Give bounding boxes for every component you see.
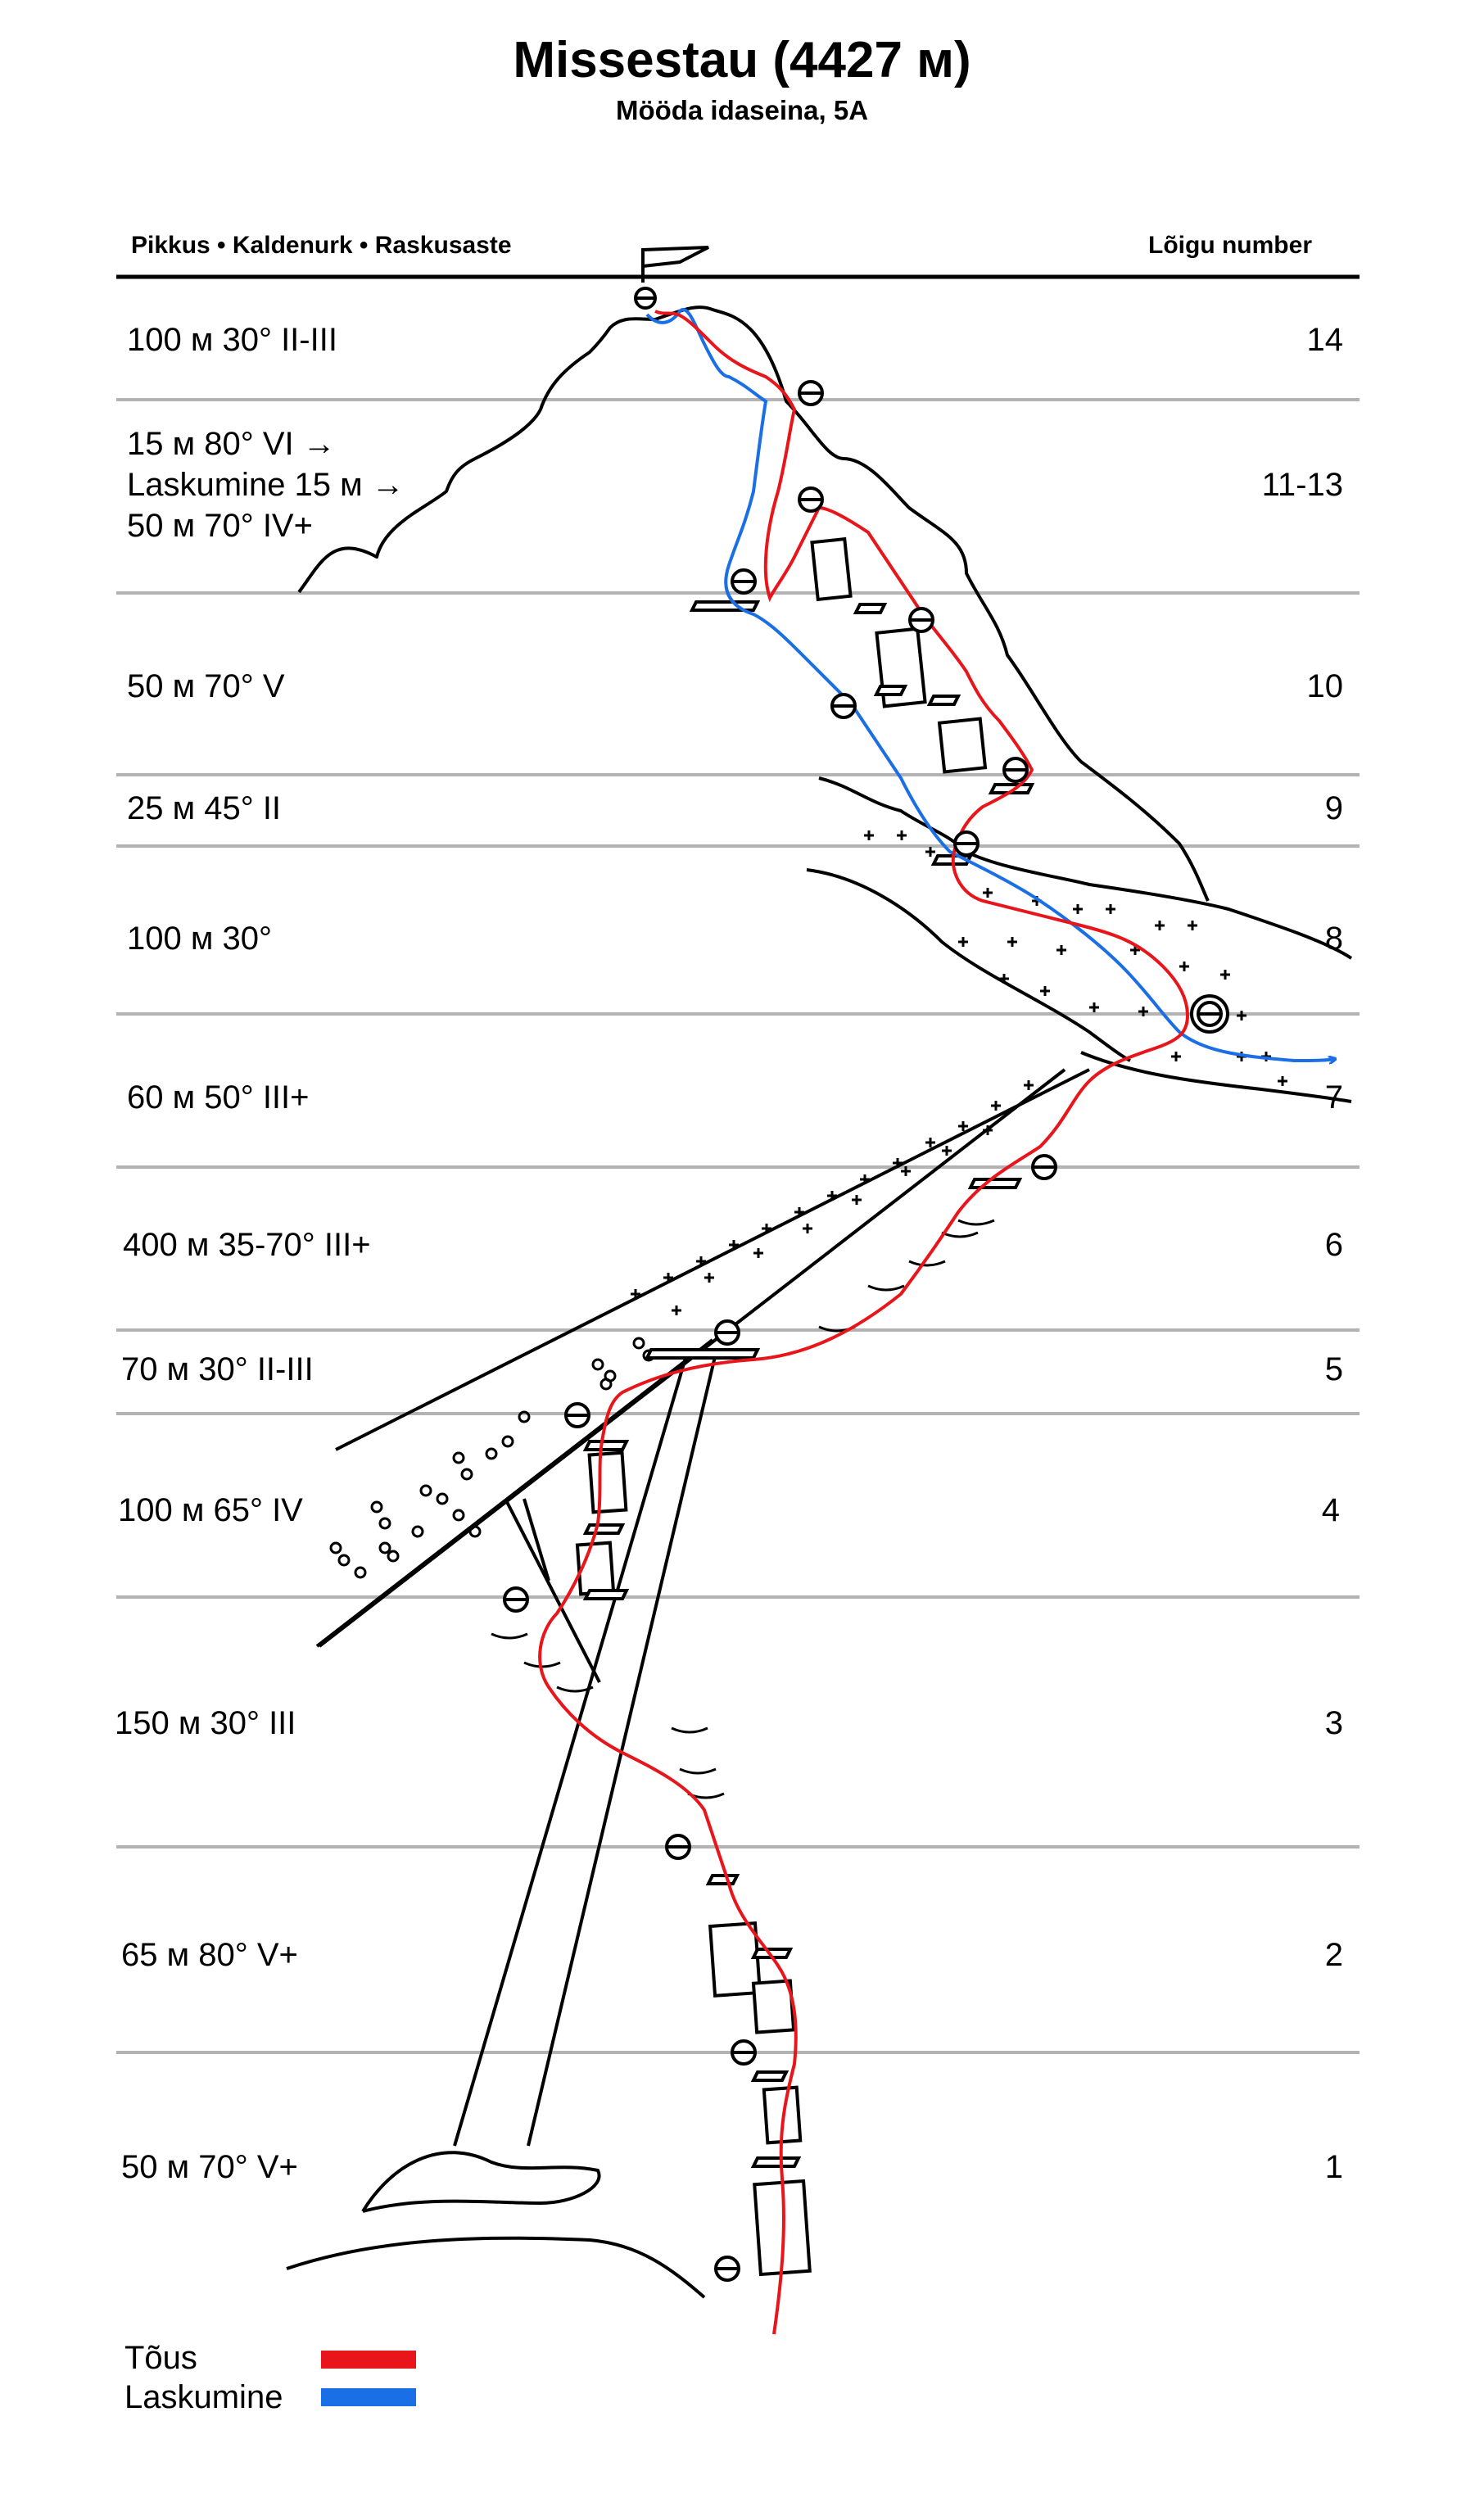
pitch-label: 50 м 70° V+: [121, 2149, 298, 2185]
pitch-label: 60 м 50° III+: [127, 1079, 310, 1115]
legend-descent-label: Laskumine: [124, 2379, 283, 2415]
ascent-route: [538, 310, 1190, 2335]
pitch-number: 11-13: [1261, 467, 1343, 503]
scree-marks: [329, 1337, 655, 1579]
pitch-label: 400 м 35-70° III+: [123, 1227, 371, 1263]
route-title: Missestau (4427 м): [513, 32, 971, 88]
pitch-label: 100 м 30° II-III: [127, 322, 337, 358]
rock-slabs: [575, 536, 988, 2277]
pitch-number: 1: [1324, 2149, 1343, 2185]
pitch-label: Laskumine 15 м →: [127, 467, 405, 503]
pitch-number: 2: [1324, 1937, 1343, 1973]
pitch-number: 7: [1324, 1079, 1343, 1115]
pitch-label: 150 м 30° III: [115, 1705, 296, 1741]
snow-cross-marks: [631, 830, 1287, 1315]
pitch-label: 50 м 70° V: [127, 668, 285, 704]
pitch-label: 100 м 30°: [127, 921, 272, 957]
pitch-number: 10: [1306, 668, 1344, 704]
legend-descent-swatch: [321, 2388, 416, 2406]
summit-flag-icon: [634, 246, 709, 310]
pitch-label: 100 м 65° IV: [118, 1492, 303, 1528]
pitch-number: 5: [1324, 1351, 1343, 1387]
pitch-label: 25 м 45° II: [127, 790, 282, 826]
pitch-number: 9: [1324, 790, 1343, 826]
pitch-number: 4: [1321, 1492, 1340, 1528]
pitch-label: 50 м 70° IV+: [127, 508, 313, 544]
pitch-label: 15 м 80° VI →: [127, 426, 336, 462]
pitch-number: 8: [1324, 921, 1343, 957]
descent-route: [645, 308, 1335, 1061]
couloir-lines: [286, 1349, 718, 2299]
mountain-outline: [297, 305, 1353, 1103]
column-header-left: Pikkus • Kaldenurk • Raskusaste: [131, 232, 512, 259]
column-header-right: Lõigu number: [1148, 232, 1312, 259]
pitch-label: 65 м 80° V+: [121, 1937, 298, 1973]
legend-ascent-swatch: [321, 2351, 416, 2369]
pitch-number: 6: [1324, 1227, 1343, 1263]
pitch-number: 14: [1306, 322, 1344, 358]
route-subtitle: Mööda idaseina, 5A: [615, 95, 869, 125]
belay-station-icons: [503, 380, 1229, 2282]
pitch-number: 3: [1324, 1705, 1343, 1741]
pitch-label: 70 м 30° II-III: [121, 1351, 314, 1387]
section-dividers: [116, 398, 1360, 2054]
legend-ascent-label: Tõus: [124, 2340, 197, 2376]
